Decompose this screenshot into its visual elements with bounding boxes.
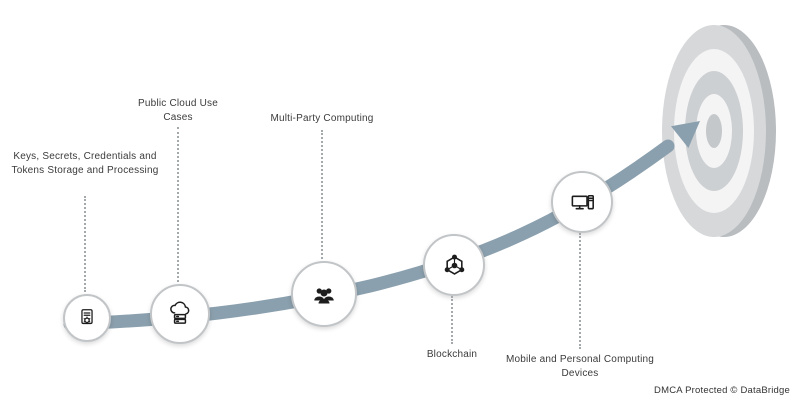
- gear-document-icon: [81, 309, 93, 325]
- connector-line: [177, 127, 179, 282]
- connector-line: [579, 233, 581, 349]
- dmca-footer-text: DMCA Protected © DataBridge: [654, 385, 790, 396]
- target-center-dot: [706, 114, 722, 148]
- growth-arrow-head: [671, 121, 700, 148]
- people-group-icon: [314, 288, 334, 304]
- computing-devices-icon: [571, 194, 594, 209]
- milestone-label-keys-secrets: Keys, Secrets, Credentials and Tokens St…: [11, 151, 159, 176]
- milestone-circle-multi-party: [291, 261, 357, 327]
- milestone-label-multi-party: Multi-Party Computing: [270, 113, 374, 124]
- milestone-circle-keys-secrets: [63, 294, 111, 342]
- target-bullseye: [662, 25, 776, 237]
- cloud-server-icon: [170, 301, 190, 324]
- milestone-label-devices: Mobile and Personal Computing Devices: [505, 354, 655, 379]
- blockchain-hexagon-icon: [444, 254, 464, 275]
- connector-line: [321, 130, 323, 259]
- milestone-label-public-cloud: Public Cloud Use Cases: [138, 98, 218, 123]
- milestone-label-blockchain: Blockchain: [426, 349, 478, 360]
- milestone-circle-blockchain: [423, 234, 485, 296]
- milestone-circle-public-cloud: [150, 284, 210, 344]
- milestone-circle-devices: [551, 171, 613, 233]
- connector-line: [451, 296, 453, 344]
- connector-line: [84, 196, 86, 292]
